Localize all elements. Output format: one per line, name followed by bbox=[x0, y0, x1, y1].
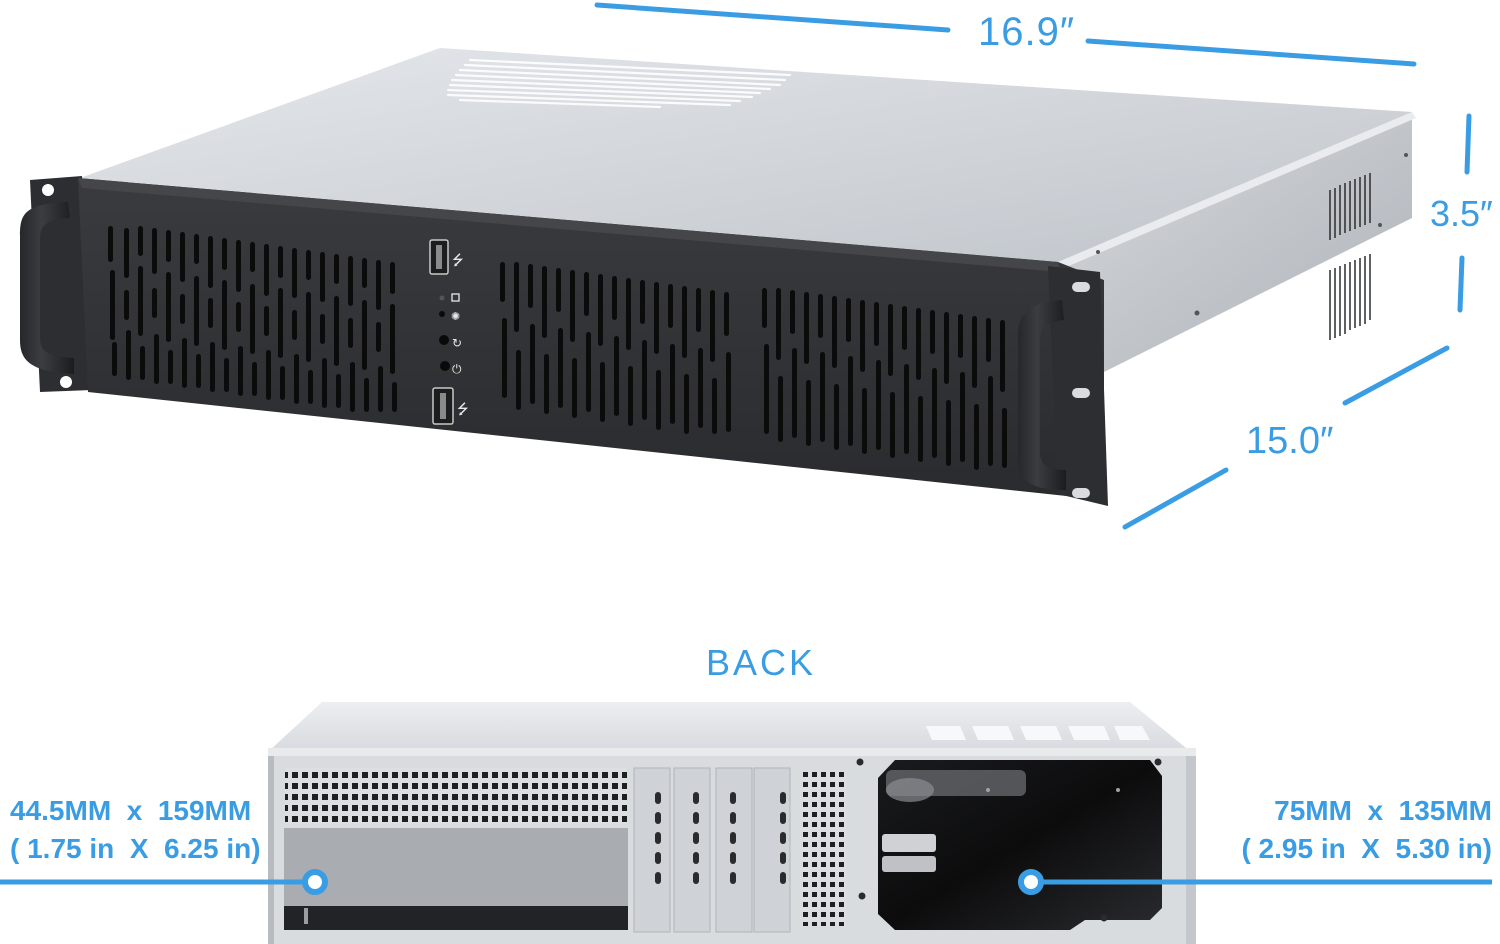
callout-marker-left bbox=[302, 869, 328, 895]
callout-marker-right bbox=[1018, 869, 1044, 895]
hdd-led bbox=[439, 295, 445, 301]
front-vent-left bbox=[108, 226, 397, 412]
psu-opening[interactable] bbox=[878, 760, 1162, 930]
callout-left bbox=[0, 869, 328, 895]
reset-button[interactable] bbox=[439, 335, 449, 345]
right-handle[interactable] bbox=[1018, 300, 1066, 490]
reset-icon: ↻ bbox=[452, 336, 462, 350]
depth-dimension-line-bottom bbox=[1122, 467, 1229, 530]
left-rack-ear bbox=[30, 176, 92, 392]
callout-right bbox=[1018, 869, 1492, 895]
io-shield-spec-imperial: ( 1.75 in X 6.25 in) bbox=[10, 833, 261, 864]
width-dimension-label: 16.9″ bbox=[978, 10, 1076, 54]
depth-dimension-line-top bbox=[1342, 345, 1450, 406]
chassis-back-view bbox=[268, 702, 1196, 944]
height-dimension-label: 3.5″ bbox=[1430, 193, 1493, 234]
power-led-icon: ✺ bbox=[451, 310, 460, 323]
side-vent-slots bbox=[1329, 173, 1371, 340]
rear-mesh-vent bbox=[285, 768, 627, 824]
width-dimension-line-right bbox=[1085, 38, 1417, 67]
front-io-panel: ⭍ ✺ ↻ ⏻ ⭍ bbox=[429, 239, 469, 425]
chassis-right-side bbox=[1058, 112, 1412, 372]
height-dimension-line-bottom bbox=[1457, 255, 1465, 313]
hdd-activity-icon bbox=[451, 293, 460, 302]
back-view-title: BACK bbox=[706, 642, 817, 683]
psu-spec-imperial: ( 2.95 in X 5.30 in) bbox=[1241, 833, 1492, 864]
depth-dimension-label: 15.0″ bbox=[1246, 420, 1334, 462]
power-button[interactable] bbox=[440, 361, 450, 371]
expansion-slots bbox=[633, 767, 791, 933]
io-shield-spec-metric: 44.5MM x 159MM bbox=[10, 795, 252, 826]
front-vent-right bbox=[762, 288, 1007, 470]
expansion-slot[interactable] bbox=[673, 767, 711, 933]
usb-icon: ⭍ bbox=[452, 253, 464, 269]
rear-side-mesh bbox=[802, 772, 846, 926]
usb-icon: ⭍ bbox=[457, 402, 469, 418]
width-dimension-line-left bbox=[594, 2, 951, 33]
chassis-front-view: ⭍ ✺ ↻ ⏻ ⭍ bbox=[20, 48, 1416, 506]
left-handle[interactable] bbox=[20, 202, 74, 374]
right-rack-ear bbox=[1048, 266, 1108, 506]
power-led bbox=[439, 311, 445, 317]
expansion-slot[interactable] bbox=[633, 767, 671, 933]
front-vent-middle bbox=[500, 262, 731, 434]
height-dimension-line-top bbox=[1464, 113, 1472, 175]
io-shield-spec: 44.5MM x 159MM ( 1.75 in X 6.25 in) bbox=[10, 792, 261, 868]
psu-spec: 75MM x 135MM ( 2.95 in X 5.30 in) bbox=[1241, 792, 1492, 868]
power-icon: ⏻ bbox=[452, 362, 462, 376]
psu-spec-metric: 75MM x 135MM bbox=[1274, 795, 1492, 826]
dimension-lines-front bbox=[594, 2, 1472, 530]
chassis-top-cover bbox=[80, 48, 1412, 262]
top-vent-grille bbox=[446, 58, 792, 109]
